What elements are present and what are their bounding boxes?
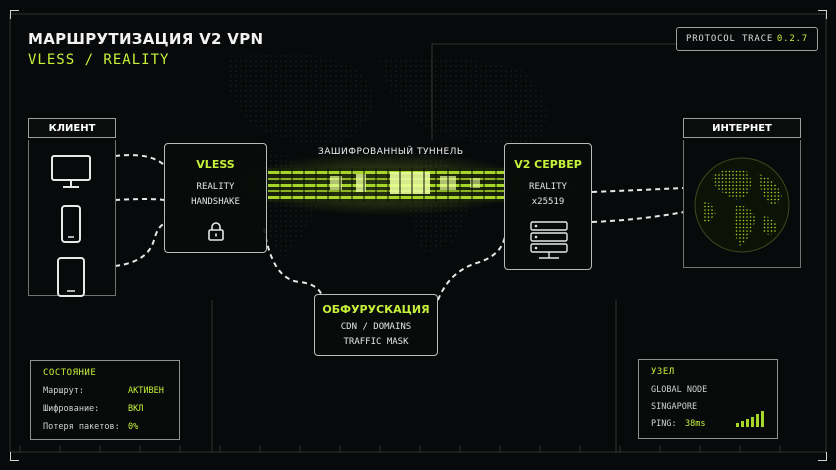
node-line-1: GLOBAL NODE	[651, 385, 708, 395]
ping-value: 38ms	[685, 419, 706, 429]
internet-frame	[683, 140, 801, 268]
ping-label: PING:	[651, 419, 677, 429]
corner-bracket	[818, 10, 827, 19]
status-title: СОСТОЯНИЕ	[43, 368, 97, 378]
link-monitor-vless	[114, 154, 165, 166]
phone-icon[interactable]	[60, 204, 82, 244]
status-loss-value: 0%	[128, 422, 139, 432]
vless-line-1: REALITY	[196, 182, 235, 192]
server-box[interactable]: V2 СЕРВЕР REALITY x25519	[504, 143, 592, 270]
node-line-2: SINGAPORE	[651, 402, 698, 412]
page-subtitle: VLESS / REALITY	[28, 52, 170, 68]
status-route-value: АКТИВЕН	[128, 386, 164, 396]
client-header: КЛИЕНТ	[28, 118, 116, 138]
vless-box[interactable]: VLESS REALITY HANDSHAKE	[164, 143, 267, 253]
status-encryption-value: ВКЛ	[128, 404, 144, 414]
tablet-icon[interactable]	[56, 256, 86, 298]
status-encryption-label: Шифрование:	[43, 404, 100, 414]
corner-bracket	[10, 10, 19, 19]
globe-icon	[694, 157, 790, 253]
obfuscation-line-2: TRAFFIC MASK	[343, 337, 409, 347]
link-tablet-vless	[114, 223, 165, 267]
server-line-2: x25519	[531, 197, 565, 207]
link-server-internet-2	[591, 211, 685, 223]
page-title: МАРШРУТИЗАЦИЯ V2 VPN	[28, 30, 264, 48]
obfuscation-line-1: CDN / DOMAINS	[340, 322, 412, 332]
link-server-internet	[591, 187, 685, 193]
vless-line-2: HANDSHAKE	[191, 197, 240, 207]
lock-icon	[208, 222, 224, 241]
status-panel: СОСТОЯНИЕ Маршрут: АКТИВЕН Шифрование: В…	[30, 360, 180, 440]
obfuscation-box[interactable]: ОБФУРУСКАЦИЯ CDN / DOMAINS TRAFFIC MASK	[314, 294, 438, 356]
status-route-label: Маршрут:	[43, 386, 84, 396]
link-vless-obf	[263, 227, 323, 297]
node-title: УЗЕЛ	[651, 367, 675, 377]
tunnel-label: ЗАШИФРОВАННЫЙ ТУННЕЛЬ	[318, 147, 464, 157]
client-label: КЛИЕНТ	[48, 122, 96, 134]
link-phone-vless	[114, 198, 165, 201]
obfuscation-title: ОБФУРУСКАЦИЯ	[322, 303, 430, 316]
internet-header: ИНТЕРНЕТ	[683, 118, 801, 138]
corner-bracket	[10, 452, 19, 461]
monitor-icon[interactable]	[50, 154, 92, 190]
server-line-1: REALITY	[529, 182, 567, 192]
encrypted-tunnel	[268, 168, 504, 202]
server-icon	[530, 221, 568, 259]
status-loss-label: Потеря пакетов:	[43, 422, 120, 432]
signal-bars-icon	[736, 411, 764, 427]
server-title: V2 СЕРВЕР	[514, 158, 582, 171]
corner-bracket	[818, 452, 827, 461]
link-obf-server	[437, 235, 506, 301]
trace-label: PROTOCOL TRACE	[686, 34, 774, 44]
protocol-trace-badge: PROTOCOL TRACE 0.2.7	[676, 27, 818, 51]
internet-label: ИНТЕРНЕТ	[712, 122, 772, 134]
node-panel: УЗЕЛ GLOBAL NODE SINGAPORE PING: 38ms	[638, 359, 778, 439]
vless-title: VLESS	[196, 158, 235, 171]
trace-version: 0.2.7	[776, 34, 808, 44]
